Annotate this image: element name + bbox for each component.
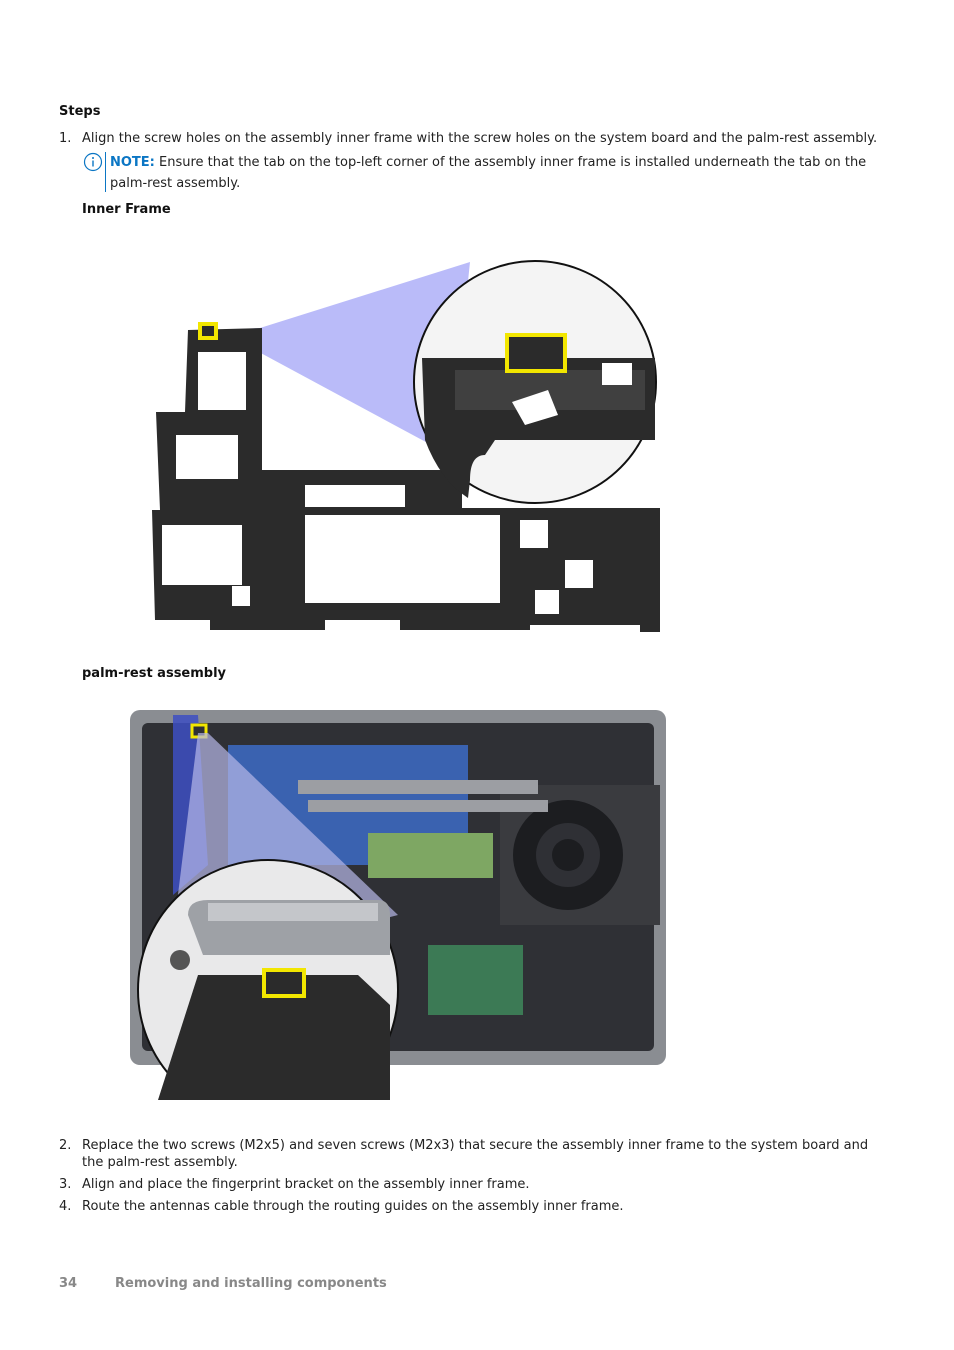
note-body: NOTE: Ensure that the tab on the top-lef… (110, 152, 870, 194)
step-number: 2. (59, 1138, 72, 1153)
note-box: NOTE: Ensure that the tab on the top-lef… (83, 152, 883, 192)
step-number: 4. (59, 1199, 72, 1214)
note-label: NOTE: (110, 155, 155, 170)
palm-rest-illustration (130, 710, 666, 1100)
step-text: Replace the two screws (M2x5) and seven … (82, 1138, 869, 1170)
info-icon (83, 152, 103, 172)
step-text: Align the screw holes on the assembly in… (82, 131, 878, 146)
note-accent-bar (105, 152, 106, 192)
inner-frame-illustration (152, 260, 660, 632)
figure-title-inner-frame: Inner Frame (82, 202, 171, 217)
step-text: Route the antennas cable through the rou… (82, 1199, 624, 1214)
footer-section-title: Removing and installing components (115, 1276, 387, 1291)
page-number: 34 (59, 1276, 78, 1291)
step-number: 1. (59, 131, 72, 146)
note-text: Ensure that the tab on the top-left corn… (110, 155, 867, 191)
step-text: Align and place the fingerprint bracket … (82, 1177, 530, 1192)
figure-title-palm-rest: palm-rest assembly (82, 666, 227, 681)
step-number: 3. (59, 1177, 72, 1192)
steps-heading: Steps (59, 104, 101, 119)
